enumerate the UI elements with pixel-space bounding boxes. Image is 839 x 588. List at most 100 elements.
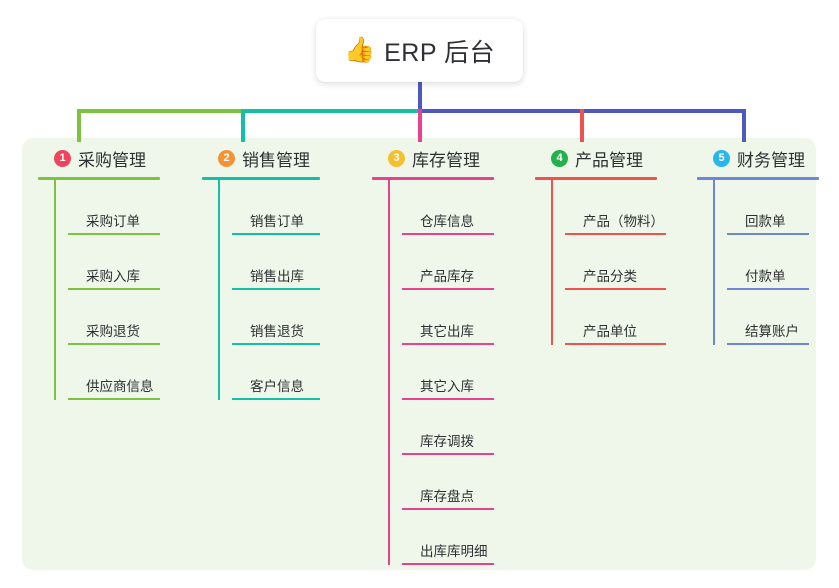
branch-item-rule [402,508,494,510]
branch-item-label: 其它入库 [420,379,474,394]
branch-title: 产品管理 [575,150,643,170]
branch-item[interactable]: 付款单 [727,235,819,290]
branch-item[interactable]: 采购退货 [68,290,160,345]
branch-item-label: 供应商信息 [86,379,154,394]
branch-number-badge: 5 [713,149,730,167]
branch-item-label: 采购订单 [86,214,140,229]
branch-item-label: 销售订单 [250,214,304,229]
branch-item[interactable]: 其它入库 [402,345,494,400]
branch-number-badge: 4 [551,149,568,167]
branch-item[interactable]: 产品库存 [402,235,494,290]
branch-item[interactable]: 其它出库 [402,290,494,345]
branch-item[interactable]: 销售出库 [232,235,320,290]
branch-item[interactable]: 产品单位 [565,290,666,345]
branch-item-rule [232,398,320,400]
branch-item-list: 销售订单销售出库销售退货客户信息 [218,180,320,400]
branch-item[interactable]: 供应商信息 [68,345,160,400]
connector-drop-4 [580,109,584,142]
branch-item[interactable]: 产品分类 [565,235,666,290]
branch-item[interactable]: 采购订单 [68,180,160,235]
branch-item[interactable]: 回款单 [727,180,819,235]
branch-item-label: 结算账户 [745,324,799,339]
branch-item-label: 采购退货 [86,324,140,339]
branch-column-3: 3 库存管理仓库信息产品库存其它出库其它入库库存调拨库存盘点出库库明细 [372,146,494,565]
branch-item-label: 回款单 [745,214,786,229]
branch-item-rule [565,343,666,345]
branch-header-1[interactable]: 1 采购管理 [38,146,160,170]
branch-item-label: 销售退货 [250,324,304,339]
connector-drop-1 [77,109,81,142]
branch-spine [713,180,715,345]
branch-spine [388,180,390,565]
branch-item-list: 采购订单采购入库采购退货供应商信息 [54,180,160,400]
branch-item[interactable]: 结算账户 [727,290,819,345]
branch-column-1: 1 采购管理采购订单采购入库采购退货供应商信息 [38,146,160,400]
branch-item-rule [565,233,666,235]
branch-number-badge: 3 [388,149,405,167]
branch-item-rule [68,288,160,290]
branch-item-label: 出库库明细 [420,544,488,559]
branch-item-rule [402,343,494,345]
branch-item-rule [232,343,320,345]
branch-item[interactable]: 库存盘点 [402,455,494,510]
branch-item-rule [727,233,809,235]
connector-drop-5 [742,109,746,142]
connector-drop-2 [241,109,245,142]
branch-item[interactable]: 客户信息 [232,345,320,400]
branch-item[interactable]: 库存调拨 [402,400,494,455]
branch-header-rule [535,177,657,180]
branch-item-label: 销售出库 [250,269,304,284]
branch-title: 采购管理 [78,150,146,170]
thumbs-up-icon: 👍 [343,36,376,64]
branch-item-rule [232,233,320,235]
branch-item-label: 产品单位 [583,324,637,339]
branch-header-rule [372,177,494,180]
branch-item-label: 付款单 [745,269,786,284]
branch-item[interactable]: 仓库信息 [402,180,494,235]
branch-item[interactable]: 产品（物料） [565,180,666,235]
branch-item-rule [402,233,494,235]
branch-item-rule [727,343,809,345]
branch-item[interactable]: 采购入库 [68,235,160,290]
branch-header-4[interactable]: 4 产品管理 [535,146,664,170]
connector-drop-3 [418,109,422,142]
branch-item-rule [68,343,160,345]
branch-item-label: 库存盘点 [420,489,474,504]
diagram-panel [22,138,816,570]
branch-item-list: 回款单付款单结算账户 [713,180,819,345]
branch-item-label: 客户信息 [250,379,304,394]
branch-header-2[interactable]: 2 销售管理 [202,146,320,170]
branch-header-rule [202,177,320,180]
branch-spine [218,180,220,400]
branch-header-3[interactable]: 3 库存管理 [372,146,494,170]
branch-item-label: 采购入库 [86,269,140,284]
branch-item-rule [402,288,494,290]
branch-number-badge: 1 [54,149,71,167]
branch-item-rule [68,233,160,235]
branch-header-rule [38,177,160,180]
branch-item-label: 仓库信息 [420,214,474,229]
branch-column-2: 2 销售管理销售订单销售出库销售退货客户信息 [202,146,320,400]
branch-title: 库存管理 [412,150,480,170]
branch-item-label: 产品库存 [420,269,474,284]
branch-item-label: 产品（物料） [583,214,664,229]
root-node[interactable]: 👍 ERP 后台 [316,19,523,82]
root-node-title: ERP 后台 [384,38,496,67]
branch-item[interactable]: 出库库明细 [402,510,494,565]
branch-item-rule [402,563,494,565]
branch-number-badge: 2 [218,149,235,167]
branch-spine [551,180,553,345]
branch-item-rule [402,453,494,455]
branch-item[interactable]: 销售订单 [232,180,320,235]
branch-title: 销售管理 [242,150,310,170]
branch-item-rule [565,288,666,290]
connector-trunk-teal [241,109,420,113]
branch-header-rule [697,177,819,180]
branch-item-label: 产品分类 [583,269,637,284]
branch-item[interactable]: 销售退货 [232,290,320,345]
branch-item-rule [68,398,160,400]
branch-spine [54,180,56,400]
